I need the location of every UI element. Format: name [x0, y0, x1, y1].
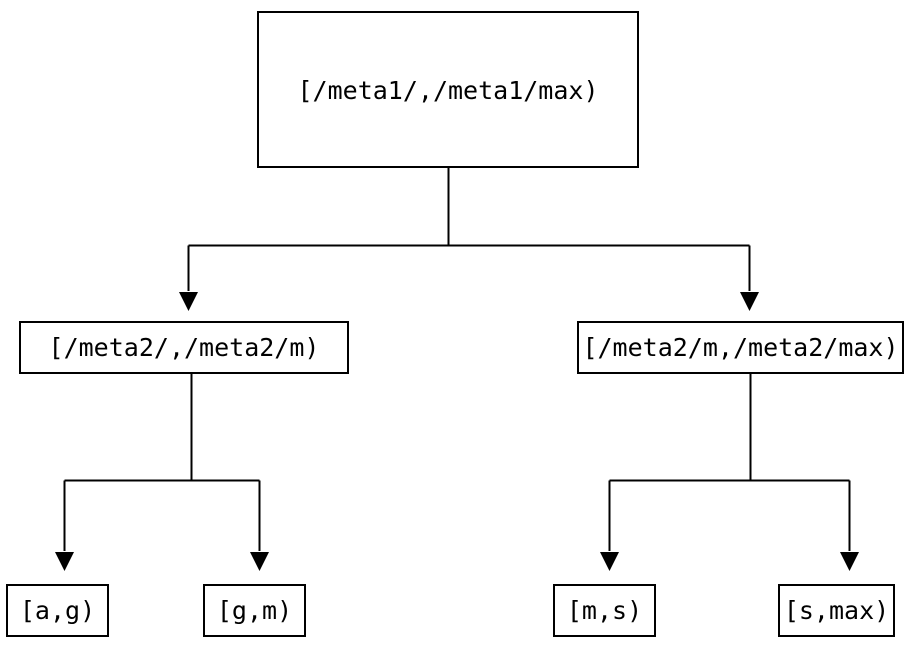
node-root-box[interactable]	[256, 10, 640, 169]
arrowhead-mid-left	[179, 292, 198, 311]
node-mid-right-box[interactable]	[576, 320, 905, 375]
node-mid-right[interactable]: [/meta2/m,/meta2/max)	[576, 320, 905, 375]
node-leaf-3[interactable]: [m,s)	[552, 583, 657, 638]
edge-group-root	[179, 167, 759, 311]
node-leaf-4-label: [s,max)	[784, 596, 889, 625]
node-leaf-1[interactable]: [a,g)	[5, 583, 110, 638]
arrowhead-leaf-2	[250, 552, 269, 571]
node-root-label: [/meta1/,/meta1/max)	[297, 76, 598, 105]
node-leaf-1-box[interactable]	[5, 583, 110, 638]
node-mid-left[interactable]: [/meta2/,/meta2/m)	[18, 320, 350, 375]
arrowhead-leaf-3	[600, 552, 619, 571]
node-leaf-2-label: [g,m)	[217, 596, 292, 625]
arrowhead-leaf-1	[55, 552, 74, 571]
node-leaf-2-box[interactable]	[202, 583, 307, 638]
node-root[interactable]: [/meta1/,/meta1/max)	[256, 10, 640, 169]
node-mid-left-box[interactable]	[18, 320, 350, 375]
edge-group-mid-right	[600, 373, 859, 571]
node-leaf-3-label: [m,s)	[567, 596, 642, 625]
arrowhead-leaf-4	[840, 552, 859, 571]
node-leaf-4[interactable]: [s,max)	[777, 583, 896, 638]
node-leaf-3-box[interactable]	[552, 583, 657, 638]
arrowhead-mid-right	[740, 292, 759, 311]
node-mid-right-label: [/meta2/m,/meta2/max)	[582, 333, 898, 362]
node-leaf-2[interactable]: [g,m)	[202, 583, 307, 638]
node-leaf-4-box[interactable]	[777, 583, 896, 638]
node-leaf-1-label: [a,g)	[20, 596, 95, 625]
edge-group-mid-left	[55, 373, 269, 571]
node-mid-left-label: [/meta2/,/meta2/m)	[49, 333, 320, 362]
